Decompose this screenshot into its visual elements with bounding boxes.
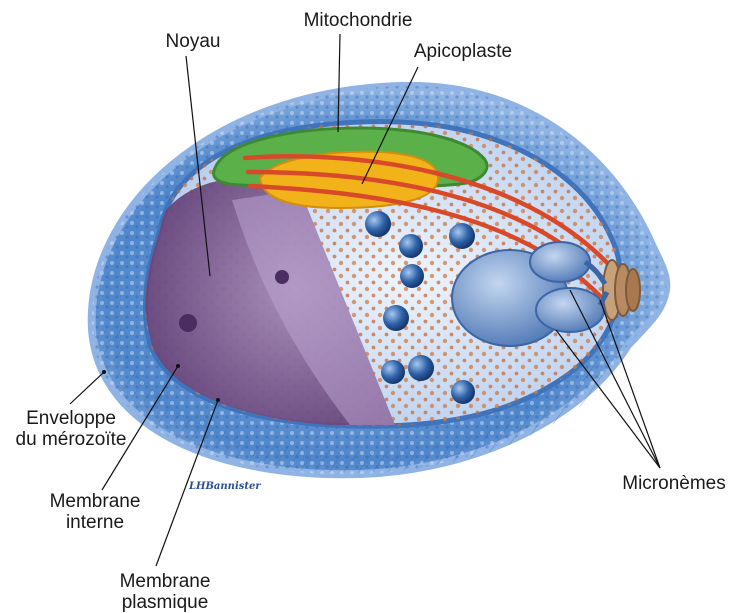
label-noyau: Noyau bbox=[158, 31, 228, 52]
label-micronemes: Micronèmes bbox=[612, 473, 736, 494]
label-membrane-plasmique: Membrane plasmique bbox=[110, 571, 220, 613]
label-enveloppe-merozoite: Enveloppe du mérozoïte bbox=[6, 408, 136, 450]
label-apicoplaste: Apicoplaste bbox=[398, 41, 528, 62]
label-membrane-interne: Membrane interne bbox=[40, 491, 150, 533]
label-mitochondrie: Mitochondrie bbox=[288, 10, 428, 31]
apical-complex bbox=[603, 260, 640, 320]
artist-signature: LHBannister bbox=[189, 481, 261, 492]
